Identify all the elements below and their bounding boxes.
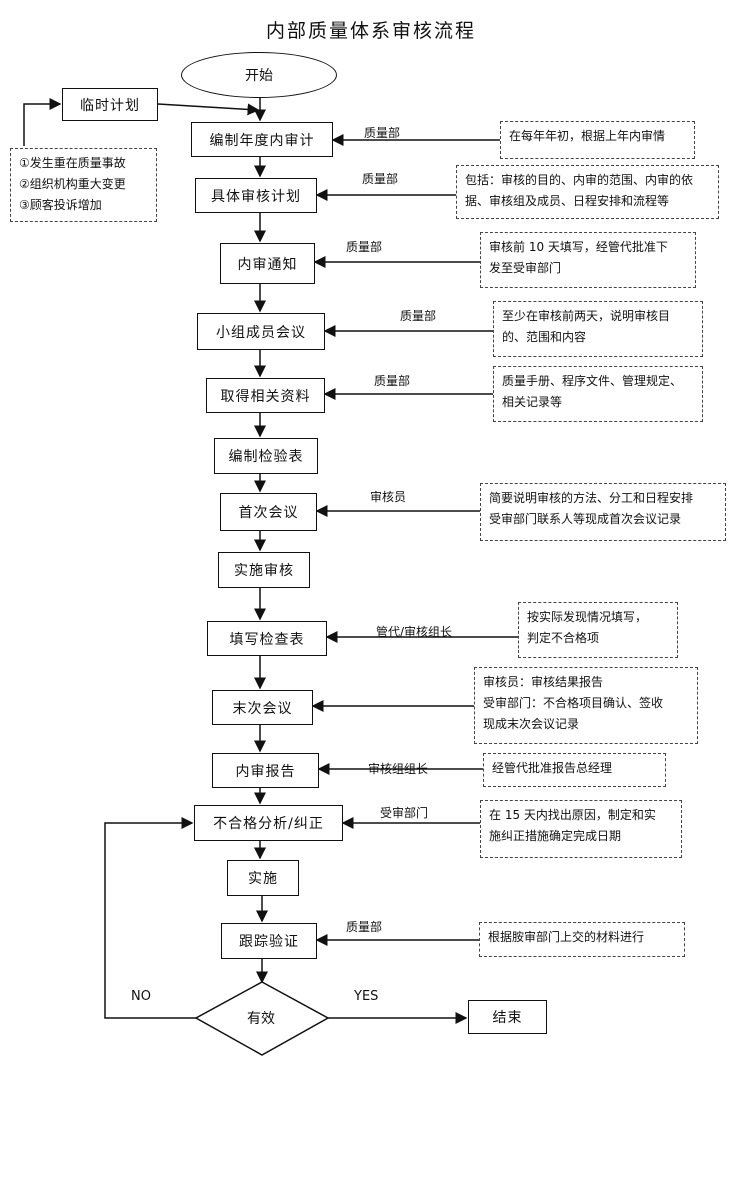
note-line: 在每年年初，根据上年内审情 [509, 129, 666, 143]
trigger-list: ①发生重在质量事故 ②组织机构重大变更 ③顾客投诉增加 [10, 148, 157, 222]
temp-plan-box: 临时计划 [62, 88, 158, 121]
note-line: 发至受审部门 [489, 261, 562, 275]
note-follow-up: 根据胺审部门上交的材料进行 [479, 922, 685, 957]
trigger-item: ③顾客投诉增加 [19, 198, 102, 212]
note-line: 质量手册、程序文件、管理规定、 [502, 374, 683, 388]
step-label: 具体审核计划 [211, 188, 301, 205]
step-label: 编制检验表 [228, 449, 304, 465]
step-nonconformity-analysis: 不合格分析/纠正 [194, 805, 343, 841]
step-label: 内审报告 [235, 763, 296, 780]
role-label: 质量部 [364, 126, 401, 140]
step-label: 不合格分析/纠正 [213, 816, 324, 832]
trigger-item: ①发生重在质量事故 [19, 156, 126, 170]
step-label: 编制年度内审计 [209, 132, 315, 149]
step-label: 跟踪验证 [239, 934, 299, 950]
note-opening-meeting: 简要说明审核的方法、分工和日程安排 受审部门联系人等现成首次会议记录 [480, 483, 726, 541]
role-label: 质量部 [362, 172, 399, 186]
note-line: 审核前 10 天填写，经管代批准下 [489, 240, 668, 254]
note-line: 现成末次会议记录 [483, 717, 580, 731]
step-annual-audit-plan: 编制年度内审计 [191, 122, 333, 157]
note-line: 相关记录等 [502, 395, 563, 409]
end-node: 结束 [468, 1000, 547, 1034]
role-label: 管代/审核组长 [376, 625, 453, 639]
step-detailed-audit-plan: 具体审核计划 [195, 178, 317, 213]
step-implement: 实施 [227, 860, 299, 896]
note-line: 判定不合格项 [527, 631, 600, 645]
note-line: 审核员：审核结果报告 [483, 675, 604, 689]
step-gather-materials: 取得相关资料 [206, 378, 325, 413]
step-label: 末次会议 [232, 700, 293, 717]
note-annual-plan: 在每年年初，根据上年内审情 [500, 121, 695, 159]
role-label: 质量部 [346, 920, 383, 934]
note-fill-checklist: 按实际发现情况填写， 判定不合格项 [518, 602, 678, 658]
yes-label: YES [354, 989, 379, 1004]
note-audit-report: 经管代批准报告总经理 [483, 753, 666, 787]
step-opening-meeting: 首次会议 [220, 493, 317, 531]
note-line: 至少在审核前两天，说明审核目 [502, 309, 671, 323]
role-label: 质量部 [374, 374, 411, 388]
step-conduct-audit: 实施审核 [218, 552, 310, 588]
decision-label: 有效 [247, 1011, 275, 1027]
temp-plan-label: 临时计划 [80, 97, 140, 114]
step-team-meeting: 小组成员会议 [197, 313, 325, 350]
note-line: 据、审核组及成员、日程安排和流程等 [465, 194, 670, 208]
no-label: NO [131, 989, 151, 1004]
note-line: 受审部门联系人等现成首次会议记录 [489, 512, 682, 526]
note-detailed-plan: 包括：审核的目的、内审的范围、内审的依 据、审核组及成员、日程安排和流程等 [456, 165, 719, 219]
role-label: 质量部 [346, 240, 383, 254]
note-line: 受审部门：不合格项目确认、签收 [483, 696, 664, 710]
note-line: 包括：审核的目的、内审的范围、内审的依 [465, 173, 694, 187]
page-title: 内部质量体系审核流程 [265, 20, 476, 42]
step-compile-checklist: 编制检验表 [214, 438, 318, 474]
step-follow-up-verify: 跟踪验证 [221, 923, 317, 959]
role-label: 审核员 [370, 490, 407, 504]
end-label: 结束 [492, 1010, 523, 1026]
note-nonconformity: 在 15 天内找出原因，制定和实 施纠正措施确定完成日期 [480, 800, 682, 858]
step-label: 取得相关资料 [220, 388, 311, 405]
step-label: 内审通知 [237, 256, 298, 273]
step-closing-meeting: 末次会议 [212, 690, 313, 725]
role-label: 审核组组长 [368, 762, 429, 776]
note-line: 在 15 天内找出原因，制定和实 [489, 808, 656, 822]
note-line: 按实际发现情况填写， [527, 610, 648, 624]
start-label: 开始 [245, 68, 273, 84]
role-label: 受审部门 [380, 806, 429, 820]
step-label: 实施 [248, 871, 278, 887]
start-node: 开始 [181, 52, 337, 98]
step-audit-notice: 内审通知 [220, 243, 315, 284]
step-fill-checklist: 填写检查表 [207, 621, 327, 656]
note-closing-meeting: 审核员：审核结果报告 受审部门：不合格项目确认、签收 现成末次会议记录 [474, 667, 698, 744]
step-audit-report: 内审报告 [212, 753, 319, 788]
step-label: 首次会议 [238, 505, 299, 521]
note-line: 施纠正措施确定完成日期 [489, 829, 622, 843]
step-label: 小组成员会议 [216, 324, 306, 341]
trigger-item: ②组织机构重大变更 [19, 177, 126, 191]
role-label: 质量部 [400, 309, 437, 323]
note-line: 经管代批准报告总经理 [492, 761, 613, 775]
note-line: 简要说明审核的方法、分工和日程安排 [489, 491, 694, 505]
note-line: 的、范围和内容 [502, 330, 587, 344]
step-label: 实施审核 [234, 563, 294, 579]
step-label: 填写检查表 [229, 631, 305, 648]
note-audit-notice: 审核前 10 天填写，经管代批准下 发至受审部门 [480, 232, 696, 288]
note-gather-materials: 质量手册、程序文件、管理规定、 相关记录等 [493, 366, 703, 422]
note-line: 根据胺审部门上交的材料进行 [488, 930, 645, 944]
note-team-meeting: 至少在审核前两天，说明审核目 的、范围和内容 [493, 301, 703, 357]
